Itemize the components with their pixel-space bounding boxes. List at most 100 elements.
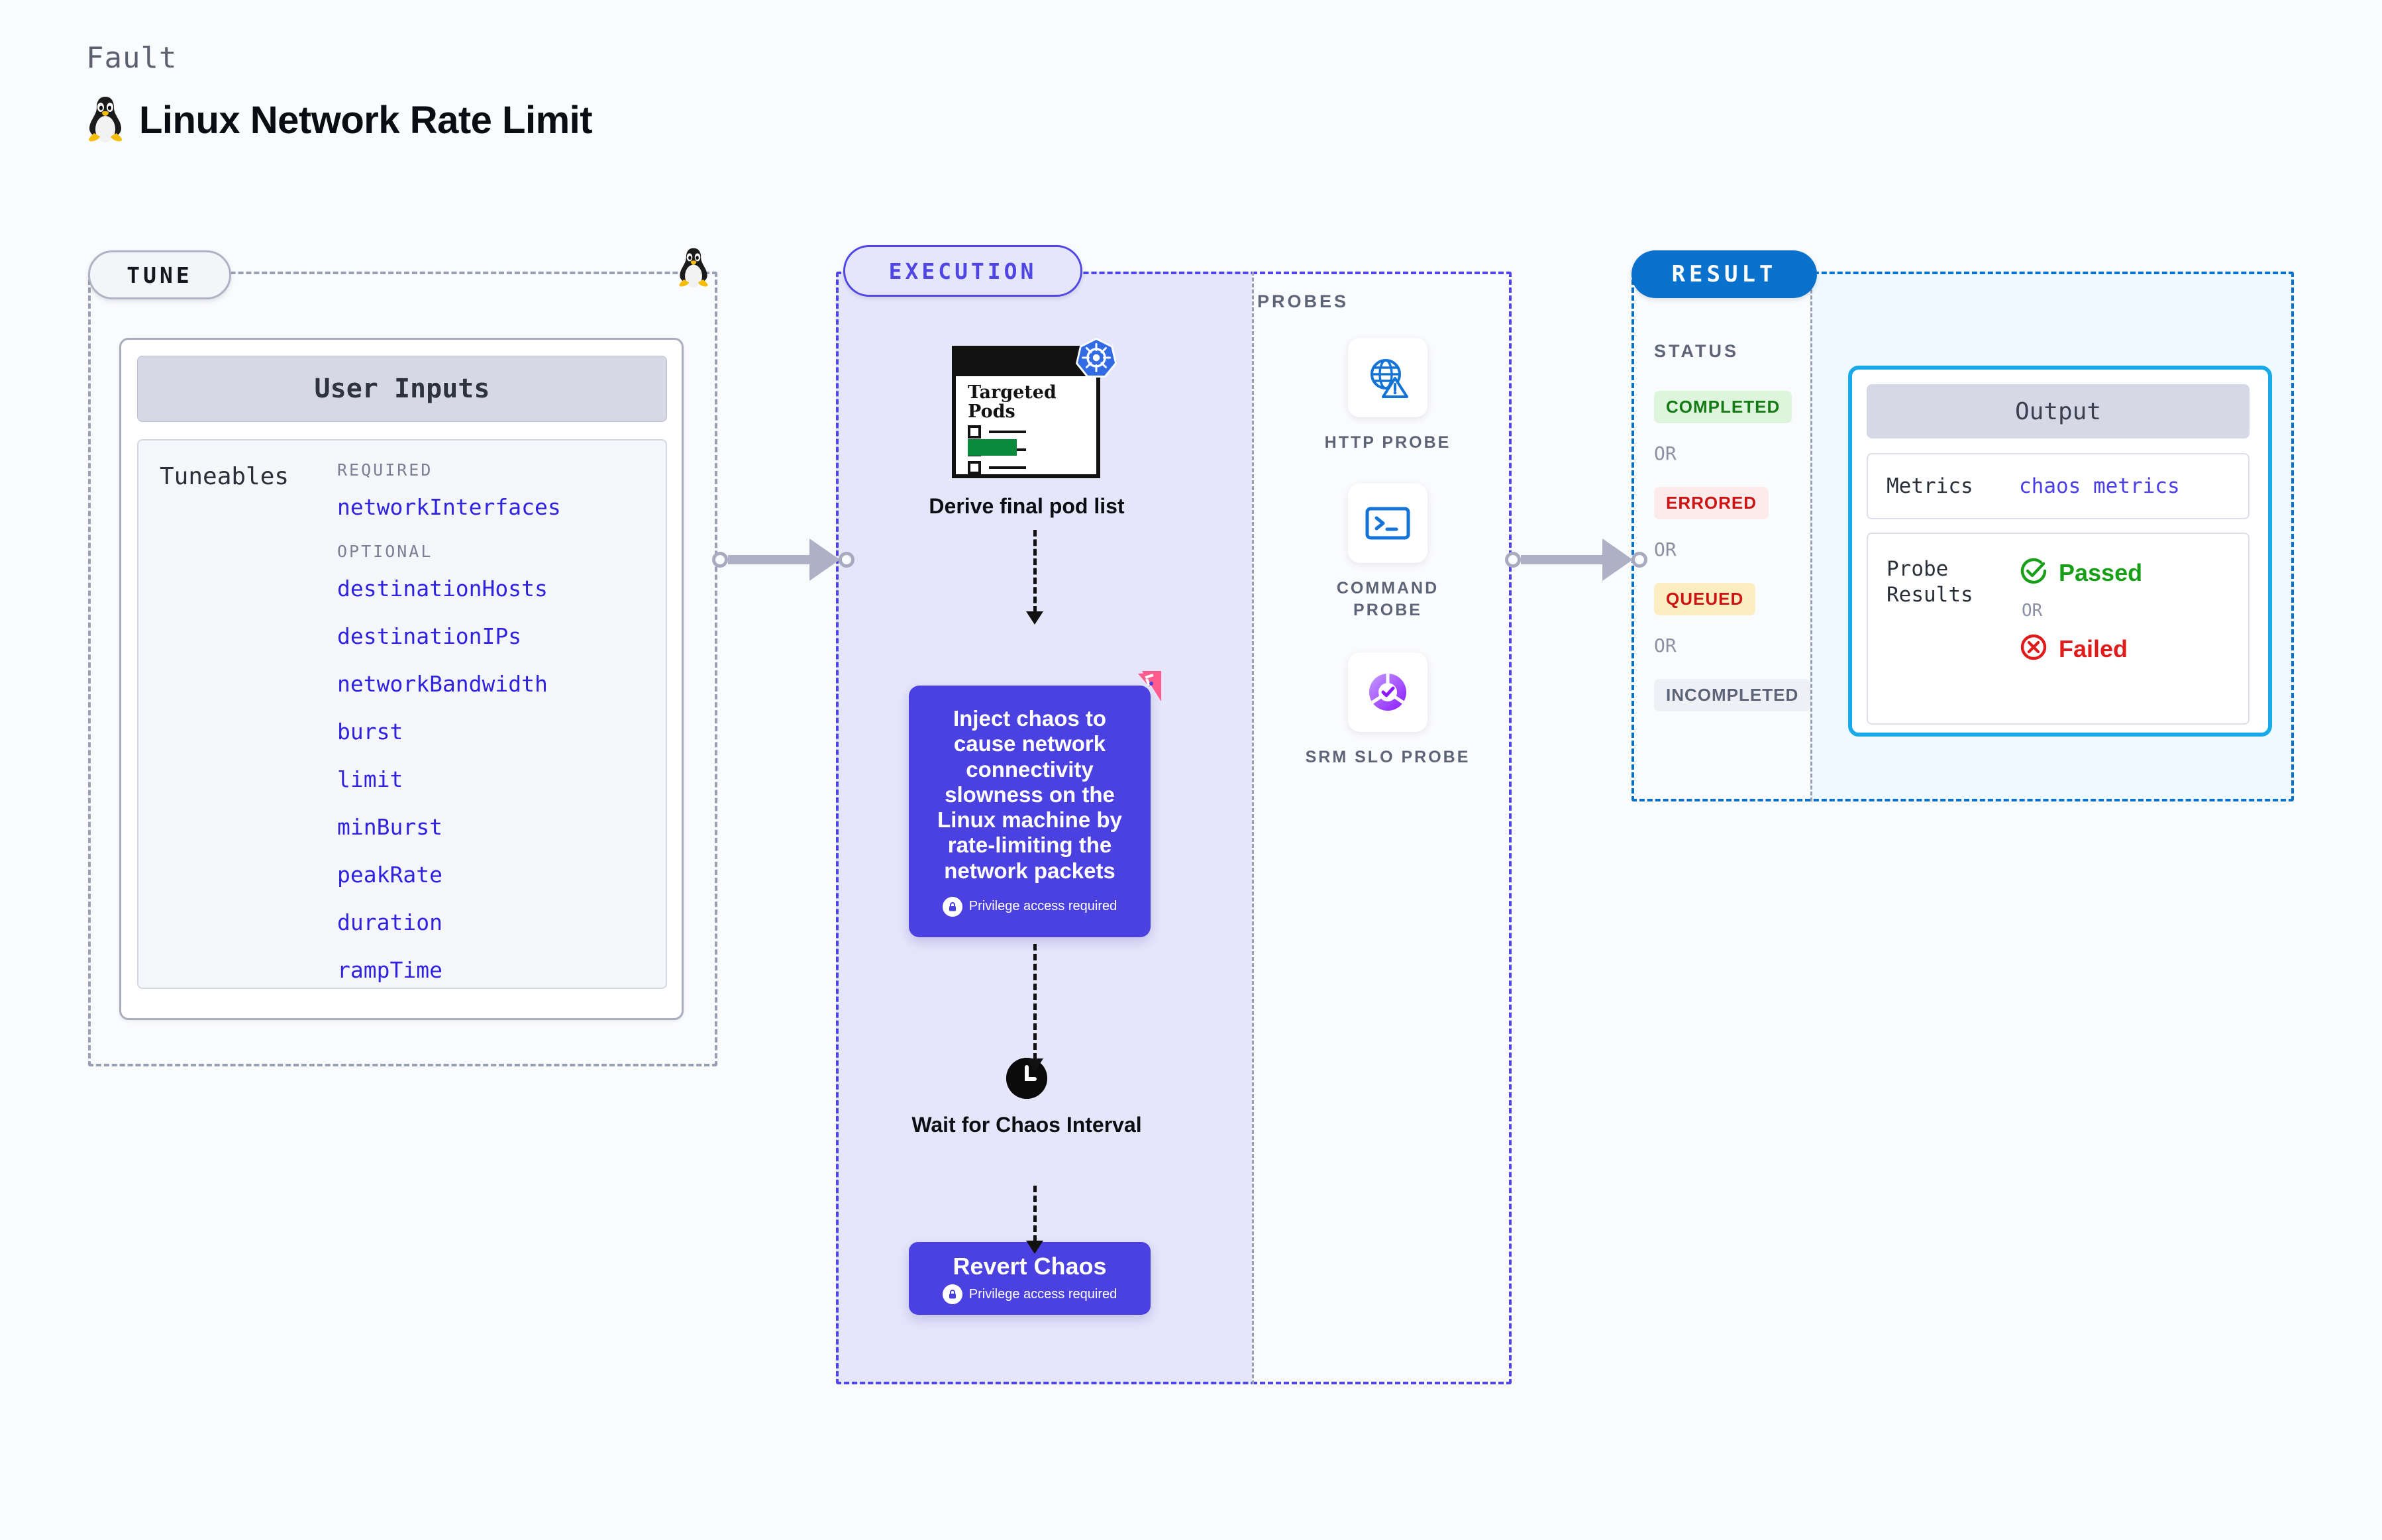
or-separator: OR (1654, 635, 1677, 656)
probes-panel-boundary (1252, 272, 1512, 1384)
probes-divider (1252, 272, 1254, 1384)
pods-progress-bar (968, 439, 1017, 456)
tuneables-label: Tuneables (160, 463, 289, 490)
group-label-optional: OPTIONAL (337, 542, 433, 561)
connector-dot (1631, 552, 1647, 568)
slo-donut-check-icon (1348, 652, 1427, 732)
tuneable-item[interactable]: destinationIPs (337, 623, 522, 649)
stage-pill-tune: TUNE (88, 250, 231, 299)
privilege-note-text: Privilege access required (968, 1286, 1117, 1302)
tuneable-item[interactable]: burst (337, 719, 403, 744)
connector-dot (712, 552, 728, 568)
or-separator: OR (1654, 442, 1677, 464)
probe-label: COMMAND PROBE (1336, 579, 1439, 619)
inject-chaos-step: Inject chaos to cause network connectivi… (909, 686, 1151, 937)
user-inputs-header: User Inputs (137, 356, 667, 422)
tuneable-item[interactable]: networkBandwidth (337, 671, 548, 697)
tuneable-item[interactable]: destinationHosts (337, 576, 548, 601)
stage-pill-execution: EXECUTION (843, 245, 1082, 297)
revert-chaos-step: Revert Chaos Privilege access required (909, 1242, 1151, 1315)
passed-label: Passed (2059, 558, 2143, 586)
status-badge: INCOMPLETED (1654, 679, 1811, 711)
probe-result-failed: Failed (2019, 633, 2142, 665)
pods-list-row (968, 461, 1026, 474)
tuneables-list: REQUIRED networkInterfaces OPTIONAL dest… (337, 460, 648, 1005)
lock-icon (942, 1284, 962, 1304)
checkbox-icon (968, 425, 981, 438)
probe-item-http[interactable]: HTTP PROBE (1302, 338, 1474, 454)
connector-shaft (728, 555, 809, 564)
output-card: Output Metrics chaos metrics Probe Resul… (1848, 366, 2272, 737)
pods-card-topbar (956, 350, 1096, 376)
connector-execution-to-result (1505, 539, 1647, 581)
status-badge: COMPLETED (1654, 391, 1792, 423)
output-header: Output (1867, 384, 2250, 438)
probe-results-values: Passed OR Failed (2019, 556, 2142, 723)
linux-penguin-icon (86, 95, 125, 146)
lock-icon (942, 896, 962, 917)
connector-dot (1505, 552, 1521, 568)
eyebrow-label: Fault (86, 41, 178, 75)
status-label: STATUS (1654, 341, 1739, 361)
check-circle-icon (2019, 556, 2048, 589)
kubernetes-icon (1074, 336, 1118, 380)
globe-warning-icon (1348, 338, 1427, 417)
checkbox-icon (968, 461, 981, 474)
flow-arrow-3 (1026, 1186, 1043, 1254)
targeted-pods-card: Targeted Pods (952, 346, 1100, 478)
placeholder-line (989, 466, 1026, 469)
terminal-icon (1348, 484, 1427, 563)
probe-results-row: Probe Results Passed OR (1867, 533, 2250, 725)
tuneables-box: Tuneables REQUIRED networkInterfaces OPT… (137, 439, 667, 989)
stage-pill-result: RESULT (1631, 250, 1817, 298)
revert-chaos-title: Revert Chaos (953, 1253, 1107, 1280)
inject-chaos-text: Inject chaos to cause network connectivi… (937, 706, 1122, 883)
litmus-icon (1123, 671, 1161, 705)
tuneable-item[interactable]: rampTime (337, 957, 442, 983)
probe-item-srm-slo[interactable]: SRM SLO PROBE (1302, 652, 1474, 768)
status-badge: ERRORED (1654, 487, 1769, 519)
connector-arrowhead-icon (809, 539, 840, 581)
arrow-tip-icon (1026, 1058, 1043, 1072)
metrics-value[interactable]: chaos metrics (2019, 474, 2180, 498)
privilege-note-text: Privilege access required (968, 899, 1117, 914)
or-separator: OR (2022, 601, 2043, 621)
arrow-tip-icon (1026, 611, 1043, 625)
arrow-line (1033, 530, 1037, 613)
x-circle-icon (2019, 633, 2048, 665)
tuneable-item[interactable]: minBurst (337, 814, 442, 840)
placeholder-line (989, 431, 1026, 433)
group-label-required: REQUIRED (337, 460, 433, 480)
metrics-row: Metrics chaos metrics (1867, 453, 2250, 519)
failed-label: Failed (2059, 635, 2128, 662)
page-title: Linux Network Rate Limit (139, 99, 593, 142)
result-divider (1810, 272, 1812, 801)
page-header: Fault Linux Network Rate Limit (86, 41, 593, 146)
probe-results-key: Probe Results (1887, 557, 1973, 607)
pods-list-row (968, 425, 1026, 438)
privilege-note: Privilege access required (942, 896, 1117, 917)
tuneable-item[interactable]: networkInterfaces (337, 494, 561, 520)
result-status-column (1631, 272, 1810, 801)
or-separator: OR (1654, 539, 1677, 560)
user-inputs-card: User Inputs Tuneables REQUIRED networkIn… (119, 338, 684, 1020)
tuneable-item[interactable]: limit (337, 766, 403, 792)
arrow-tip-icon (1026, 1241, 1043, 1254)
probes-section-label: PROBES (1257, 291, 1349, 311)
metrics-key: Metrics (1887, 474, 1973, 498)
derive-pod-list-caption: Derive final pod list (929, 494, 1125, 518)
tuneable-item[interactable]: duration (337, 909, 442, 935)
probe-label: HTTP PROBE (1324, 433, 1451, 452)
connector-shaft (1521, 555, 1602, 564)
connector-arrowhead-icon (1602, 539, 1633, 581)
flow-arrow-1 (1026, 530, 1043, 625)
connector-tune-to-execution (712, 539, 854, 581)
connector-dot (839, 552, 854, 568)
pods-card-title: Targeted Pods (968, 382, 1057, 423)
arrow-line (1033, 944, 1037, 1060)
probe-item-command[interactable]: COMMAND PROBE (1302, 484, 1474, 621)
tuneable-item[interactable]: peakRate (337, 862, 442, 888)
linux-penguin-badge-icon (677, 246, 710, 291)
tune-panel-boundary (88, 272, 717, 1066)
arrow-line (1033, 1186, 1037, 1242)
